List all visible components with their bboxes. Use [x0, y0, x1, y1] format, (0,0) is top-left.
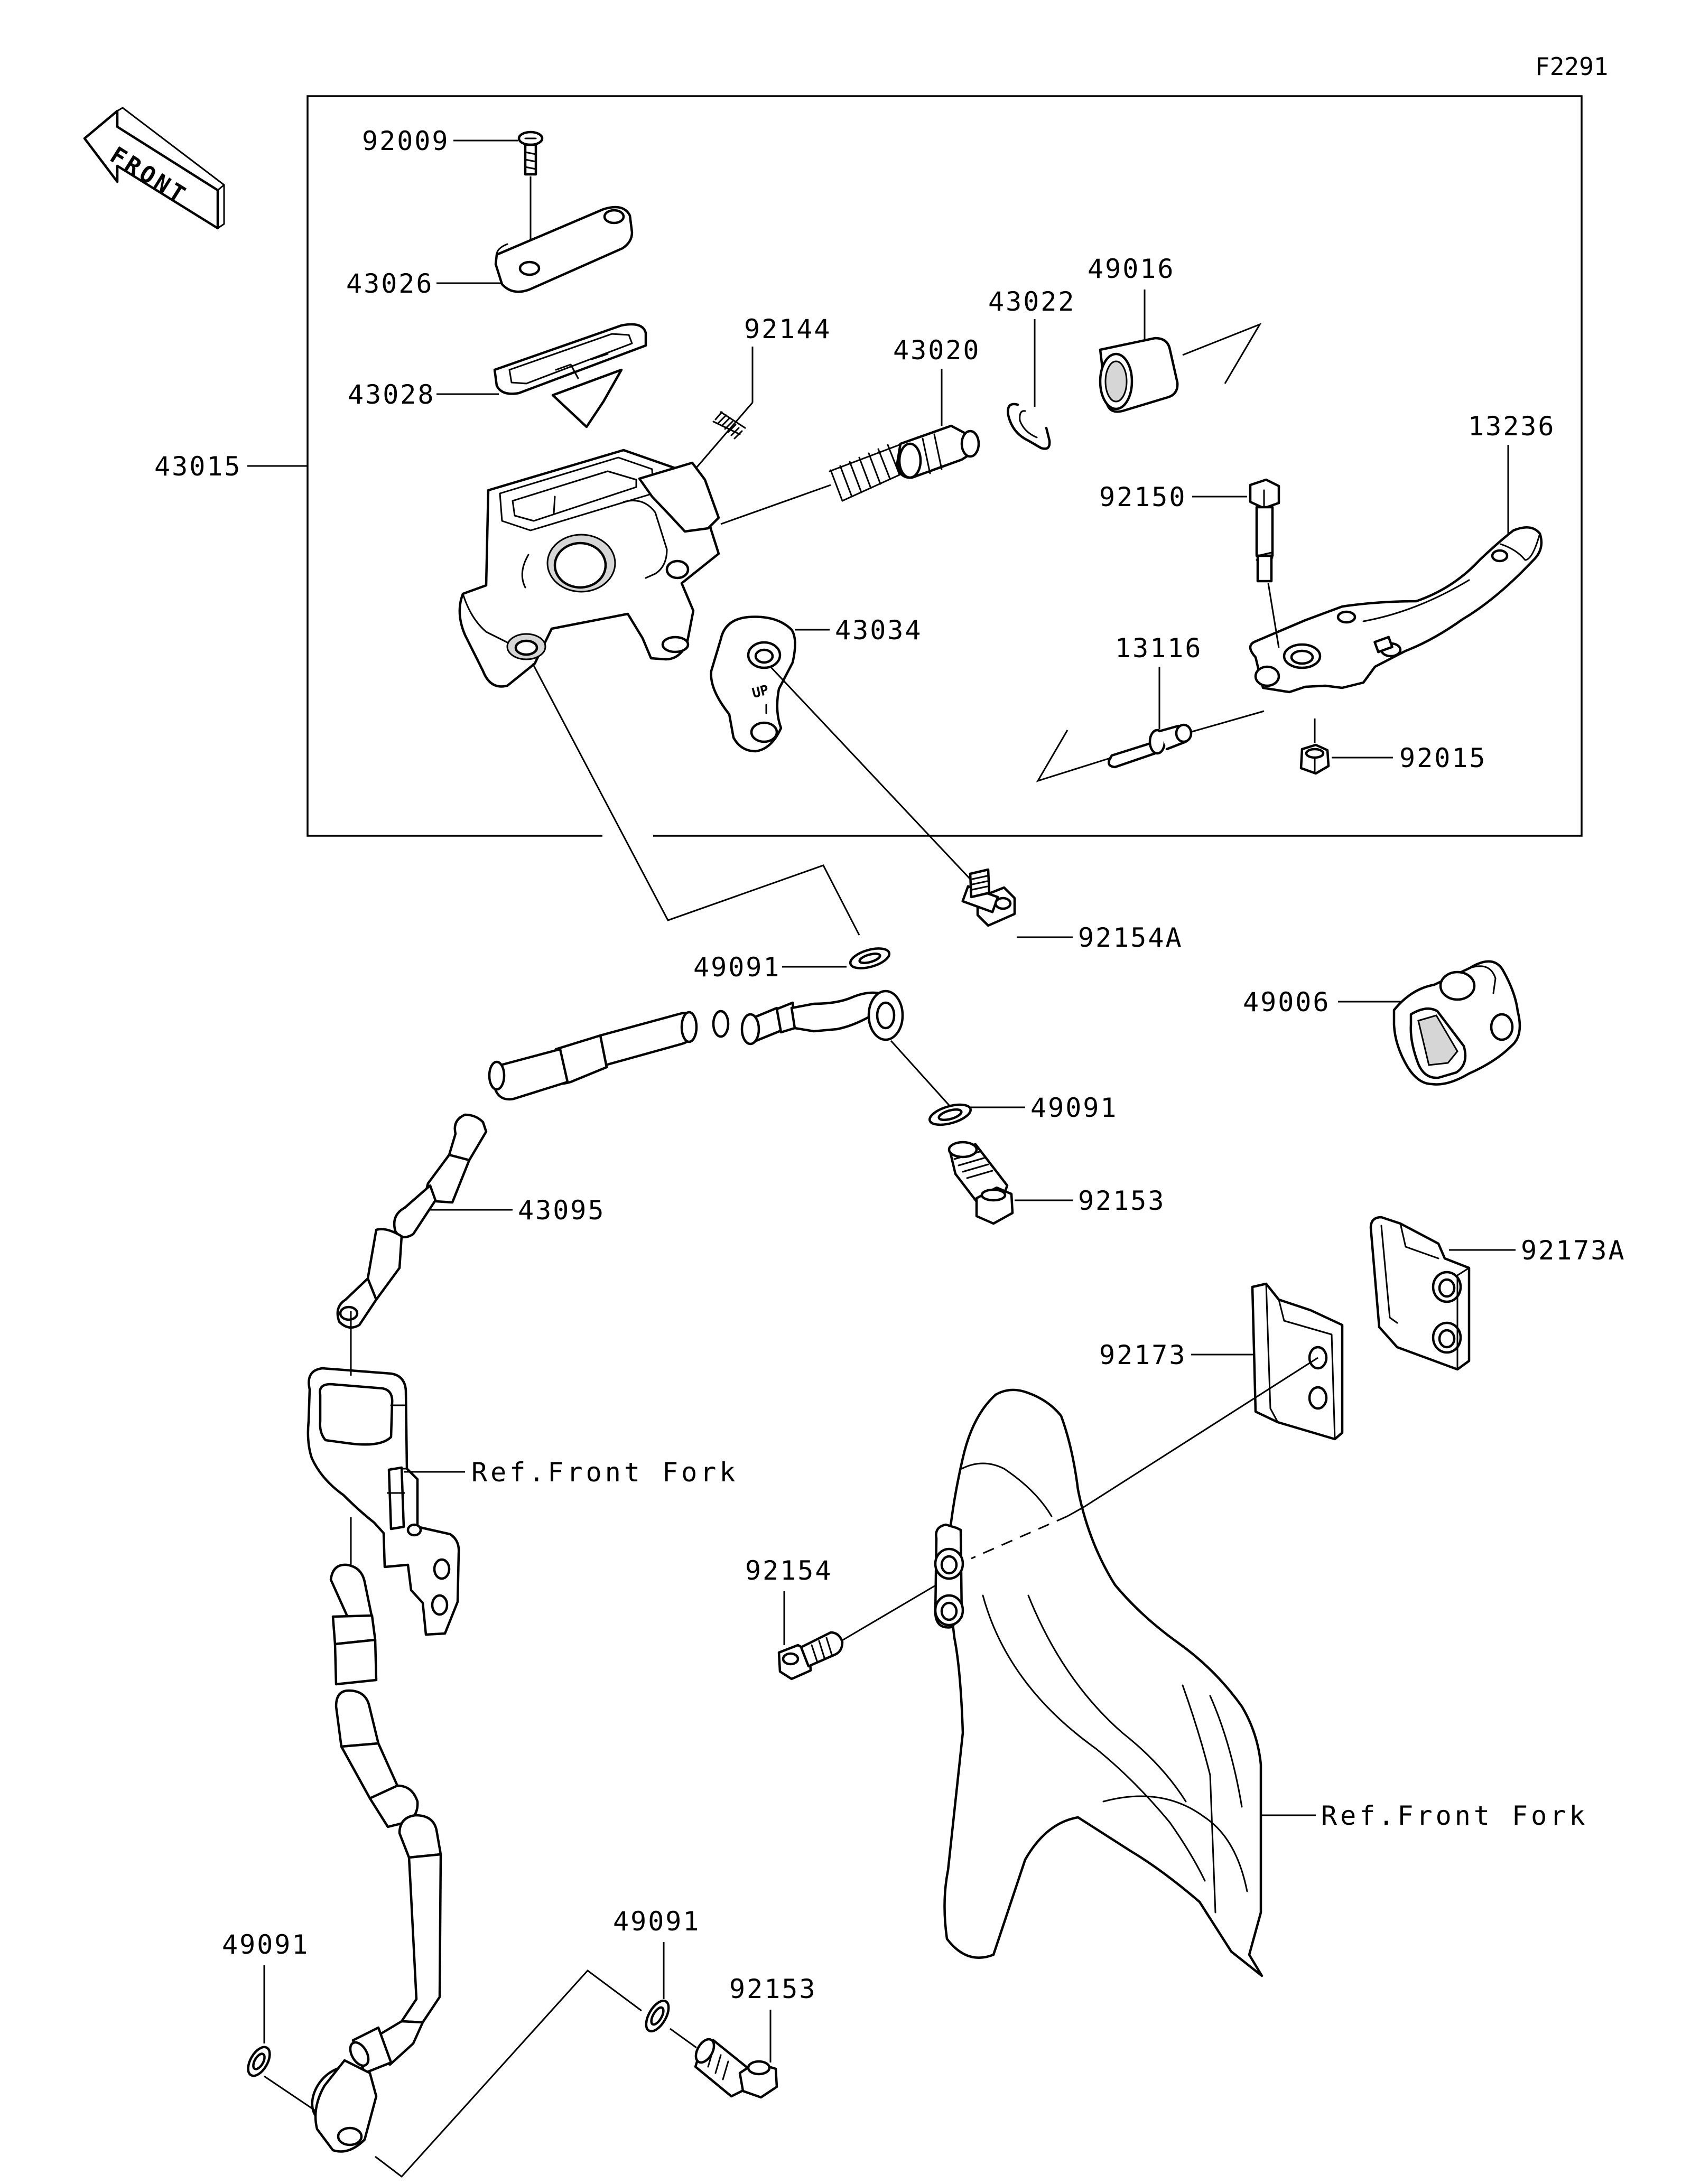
bolt-92154 [777, 1631, 844, 1681]
bracket-92173 [1251, 1282, 1344, 1441]
clamp-43034: UP [710, 615, 796, 753]
label-92153-a: 92153 [1078, 1186, 1166, 1216]
label-49091-c: 49091 [222, 1929, 310, 1960]
reservoir-cap-43026 [494, 206, 634, 293]
bolt-92154A [961, 868, 1016, 927]
washer-49091-b [928, 1103, 972, 1126]
front-arrow-icon: FRONT [83, 107, 225, 230]
label-43020: 43020 [893, 335, 981, 366]
lever-13236 [1249, 526, 1543, 694]
ref-front-fork-1: Ref.Front Fork [471, 1457, 738, 1488]
brake-hose-lower [311, 1563, 442, 2153]
label-43095: 43095 [518, 1195, 606, 1226]
label-43022: 43022 [988, 286, 1076, 317]
dust-boot-49016 [1099, 337, 1179, 413]
label-92173A: 92173A [1521, 1235, 1626, 1266]
label-43028: 43028 [348, 379, 435, 410]
label-49091-b: 49091 [1030, 1093, 1118, 1123]
label-43026: 43026 [346, 268, 434, 299]
label-92154: 92154 [745, 1555, 833, 1586]
bracket-92173A [1369, 1216, 1471, 1371]
cover-49006 [1392, 960, 1521, 1086]
label-92153-b: 92153 [729, 1974, 817, 2004]
banjo-bolt-92153-b [694, 2038, 778, 2099]
front-fork-ref [934, 1388, 1263, 1977]
fork-clamp-ref [306, 1367, 460, 1636]
label-49016: 49016 [1088, 254, 1175, 284]
label-92173: 92173 [1099, 1340, 1187, 1370]
assembly-frame [306, 95, 1583, 837]
label-92144: 92144 [744, 314, 832, 344]
label-92009: 92009 [362, 126, 450, 156]
label-49091-a: 49091 [693, 952, 781, 983]
label-49091-d: 49091 [613, 1906, 701, 1937]
circlip-43022 [1007, 403, 1051, 450]
label-43015: 43015 [154, 451, 242, 482]
label-13116: 13116 [1115, 633, 1203, 664]
screw-92009 [517, 130, 544, 176]
label-92154A: 92154A [1078, 922, 1183, 953]
brake-hose-43095 [336, 990, 904, 1329]
label-13236: 13236 [1468, 411, 1556, 442]
clamp-marking: UP [750, 682, 770, 702]
leader-port-hose [532, 663, 860, 936]
washer-49091-a [849, 947, 891, 969]
nut-92015 [1299, 743, 1330, 775]
diaphragm-43028 [493, 323, 647, 428]
bolt-92150 [1249, 478, 1280, 583]
washer-49091-d [645, 1999, 670, 2033]
drawing-id: F2291 [1535, 52, 1608, 81]
label-92150: 92150 [1099, 482, 1187, 512]
washer-49091-c [247, 2046, 271, 2077]
spring-92144 [712, 411, 746, 440]
label-49006: 49006 [1243, 987, 1331, 1018]
label-43034: 43034 [835, 615, 923, 646]
pivot-pin-13116 [1108, 723, 1193, 769]
master-cylinder-43015 [458, 449, 720, 688]
ref-front-fork-2: Ref.Front Fork [1321, 1800, 1588, 1831]
piston-43020 [829, 424, 980, 502]
label-92015: 92015 [1399, 743, 1487, 773]
banjo-bolt-92153-a [947, 1141, 1014, 1225]
